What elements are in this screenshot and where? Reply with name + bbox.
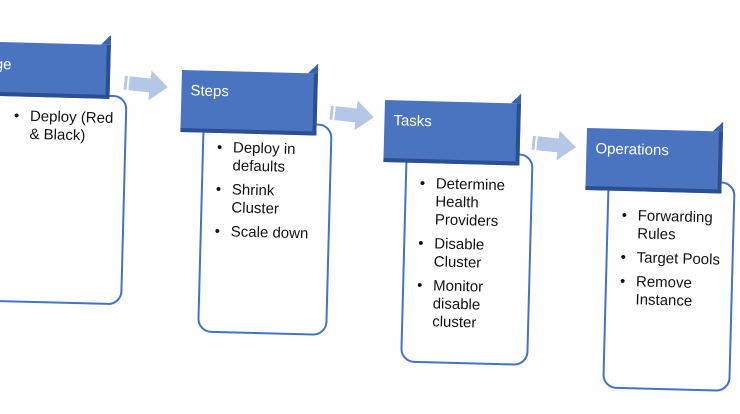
steps-item-list: Deploy in defaults Shrink Cluster Scale … [211, 139, 326, 250]
stage-group-operations: Operations Forwarding Rules Target Pools… [580, 128, 737, 412]
stage-header: Stage [0, 41, 111, 99]
operations-item-list: Forwarding Rules Target Pools Remove Ins… [616, 207, 727, 318]
steps-item: Scale down [212, 223, 324, 244]
right-arrow-icon [123, 70, 168, 101]
operations-item: Target Pools [617, 249, 725, 270]
steps-title: Steps [190, 82, 230, 101]
tasks-item: Determine Health Providers [416, 175, 529, 232]
stage-item: Deploy (Red & Black) [10, 107, 121, 146]
stage-item-list: Deploy (Red & Black) [10, 107, 121, 152]
steps-header: Steps [180, 70, 318, 136]
stage-group-steps: Steps Deploy in defaults Shrink Cluster … [175, 70, 333, 354]
right-arrow-icon [531, 130, 576, 161]
operations-item: Forwarding Rules [618, 207, 727, 246]
tasks-item-list: Determine Health Providers Disable Clust… [413, 175, 529, 340]
tasks-item: Monitor disable cluster [413, 277, 526, 334]
stage-title: Stage [0, 55, 12, 74]
tasks-title: Tasks [393, 112, 433, 131]
right-arrow-icon [329, 100, 374, 131]
tasks-header: Tasks [383, 100, 521, 166]
tasks-item: Disable Cluster [415, 235, 528, 274]
stage-group-stage: Stage Deploy (Red & Black) [0, 0, 150, 324]
steps-item: Shrink Cluster [212, 181, 325, 220]
operations-title: Operations [595, 140, 670, 160]
stage-group-tasks: Tasks Determine Health Providers Disable… [378, 100, 535, 384]
operations-item: Remove Instance [616, 273, 725, 312]
operations-header: Operations [585, 128, 723, 194]
steps-item: Deploy in defaults [213, 139, 326, 178]
